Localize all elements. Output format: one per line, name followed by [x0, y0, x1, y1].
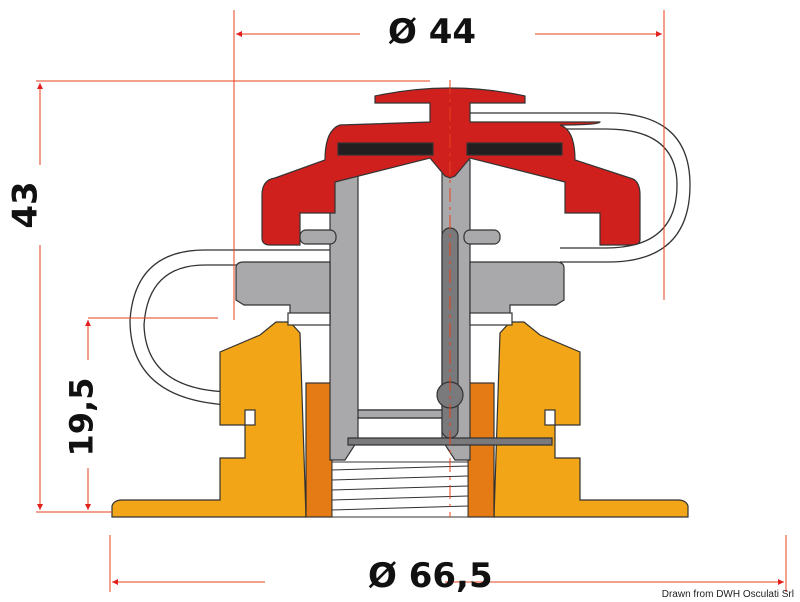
deck-flange	[111, 321, 689, 518]
thread	[331, 461, 469, 518]
base-diameter-label: Ø 66,5	[368, 556, 493, 596]
total-height-label: 43	[5, 181, 46, 229]
dimension-lines	[36, 10, 787, 592]
credit-text: Drawn from DWH Osculati Srl	[661, 589, 794, 600]
cap	[261, 87, 641, 246]
top-diameter-label: Ø 44	[388, 12, 477, 52]
base-height-label: 19,5	[62, 377, 101, 457]
